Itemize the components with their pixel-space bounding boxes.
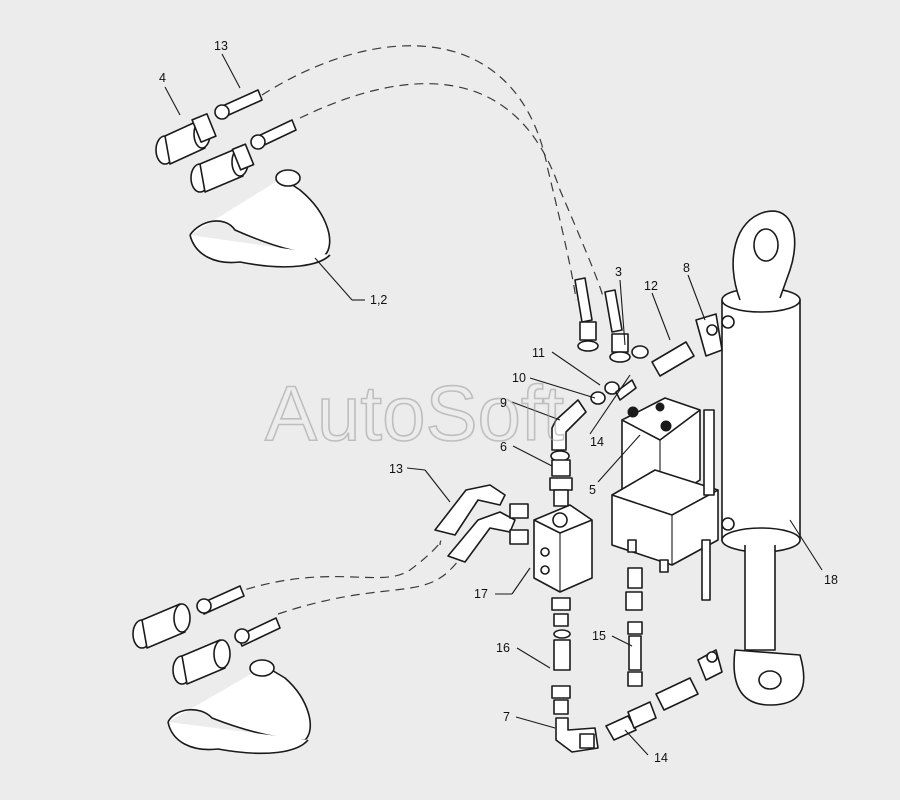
- quick-coupling-upper-1: [155, 113, 217, 165]
- callout-8: 8: [683, 261, 690, 275]
- callout-12: 12: [644, 279, 658, 293]
- hose-end-fitting-lower: [196, 585, 281, 647]
- hose-end-lower-pair: [434, 484, 529, 563]
- quick-coupling-lower-2: [172, 639, 231, 685]
- callout-15: 15: [592, 629, 606, 643]
- fitting-chain-center: [549, 399, 599, 753]
- callout-13-upper: 13: [214, 39, 228, 53]
- callout-7: 7: [503, 710, 510, 724]
- quick-coupling-lower-1: [132, 603, 191, 649]
- callout-17: 17: [474, 587, 488, 601]
- callout-6: 6: [500, 440, 507, 454]
- callout-16: 16: [496, 641, 510, 655]
- leader-lines: [164, 53, 823, 756]
- dust-cap-upper: [189, 169, 331, 268]
- fitting-chain-upper: [574, 277, 723, 405]
- callout-3: 3: [615, 265, 622, 279]
- manifold-block: [533, 504, 593, 593]
- callout-9: 9: [500, 396, 507, 410]
- hose-end-fitting-upper: [214, 89, 297, 150]
- callout-14-lower: 14: [654, 751, 668, 765]
- watermark-text: AutoSoft: [265, 369, 565, 457]
- callout-5: 5: [589, 483, 596, 497]
- dust-cap-lower: [167, 659, 312, 755]
- callout-10: 10: [512, 371, 526, 385]
- fitting-chain-right: [605, 567, 723, 741]
- callout-11: 11: [532, 346, 545, 360]
- solenoid-valve: [611, 397, 719, 601]
- callout-1-2: 1,2: [370, 293, 387, 307]
- callout-18: 18: [824, 573, 838, 587]
- hydraulic-cylinder: [721, 210, 805, 706]
- quick-coupling-upper-2: [190, 143, 255, 193]
- callout-14-upper: 14: [590, 435, 604, 449]
- callout-13-lower: 13: [389, 462, 403, 476]
- callout-4: 4: [159, 71, 166, 85]
- callout-labels: 13 4 1,2 3 12 8 11 10 9 14 6 5 13 17 18 …: [159, 39, 838, 765]
